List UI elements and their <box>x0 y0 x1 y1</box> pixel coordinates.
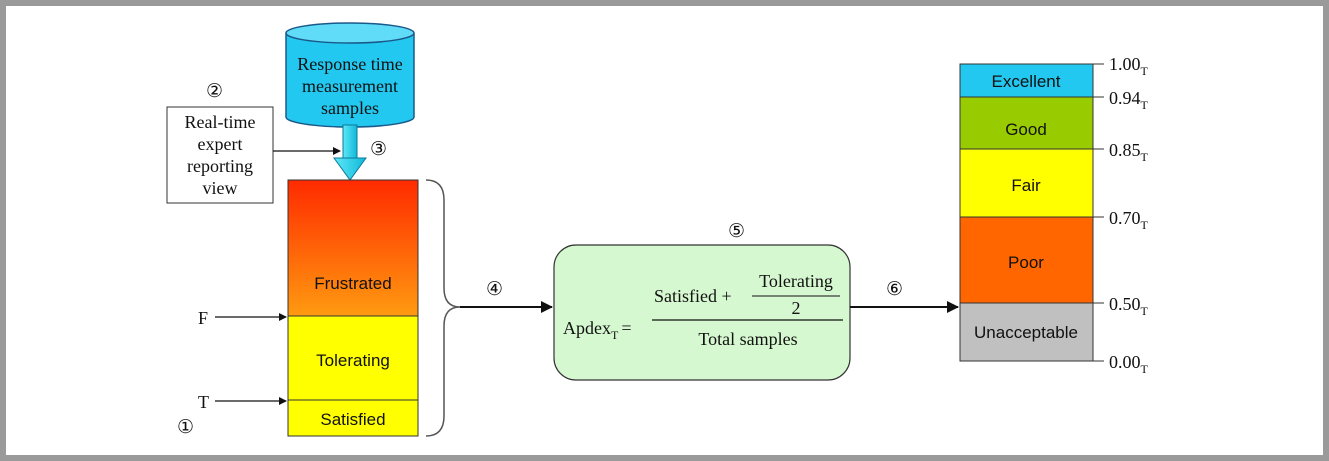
database-cylinder: Response time measurement samples <box>285 22 415 128</box>
rating-scale: Excellent Good Fair Poor Unacceptable <box>959 63 1094 362</box>
formula-equals: = <box>621 318 631 338</box>
expert-view-line4: view <box>203 178 238 198</box>
threshold-f-label: F <box>198 308 208 328</box>
response-time-bar: Frustrated Tolerating Satisfied <box>287 179 419 437</box>
step5-marker: ⑤ <box>728 221 745 242</box>
formula-lhs-text: Apdex <box>563 318 611 338</box>
formula-lhs: ApdexT= <box>563 318 632 342</box>
tick-1-00: 1.00T <box>1109 54 1149 78</box>
database-label-line2: measurement <box>302 76 398 96</box>
band-unacceptable-label: Unacceptable <box>974 323 1078 342</box>
step1-marker: ① <box>177 417 194 438</box>
step6-marker: ⑥ <box>886 279 903 300</box>
expert-view-box: Real-time expert reporting view <box>166 106 274 204</box>
threshold-t-label: T <box>198 392 209 412</box>
tick-0-50: 0.50T <box>1109 294 1149 318</box>
band-fair-label: Fair <box>1011 176 1041 195</box>
formula-fraction-top: Tolerating <box>759 271 833 291</box>
step4-marker: ④ <box>486 279 503 300</box>
curly-brace <box>425 179 461 437</box>
database-label-line1: Response time <box>297 54 403 74</box>
formula-numerator-term: Satisfied + <box>654 286 732 306</box>
database-label-line3: samples <box>321 98 379 118</box>
formula-lhs-sub: T <box>611 328 619 342</box>
band-excellent-label: Excellent <box>992 72 1061 91</box>
formula-fraction-bottom: 2 <box>792 298 801 318</box>
formula-denominator: Total samples <box>698 329 797 349</box>
band-poor-label: Poor <box>1008 253 1044 272</box>
tick-0-70: 0.70T <box>1109 208 1149 232</box>
expert-view-line2: expert <box>198 134 243 154</box>
tick-0-85: 0.85T <box>1109 140 1149 164</box>
scale-ticks: 1.00T 0.94T 0.85T 0.70T 0.50T 0.00T <box>1093 54 1149 376</box>
formula-box: ApdexT= Satisfied + Tolerating 2 Total s… <box>553 244 851 381</box>
tick-0-94: 0.94T <box>1109 88 1149 112</box>
tick-0-00: 0.00T <box>1109 352 1149 376</box>
step2-marker: ② <box>206 81 223 102</box>
satisfied-label: Satisfied <box>320 410 385 429</box>
expert-view-line3: reporting <box>187 156 253 176</box>
band-good-label: Good <box>1005 120 1047 139</box>
tolerating-label: Tolerating <box>316 351 390 370</box>
frustrated-label: Frustrated <box>314 274 391 293</box>
expert-view-line1: Real-time <box>185 112 256 132</box>
step3-marker: ③ <box>370 139 387 160</box>
pipe-arrow <box>333 124 367 181</box>
